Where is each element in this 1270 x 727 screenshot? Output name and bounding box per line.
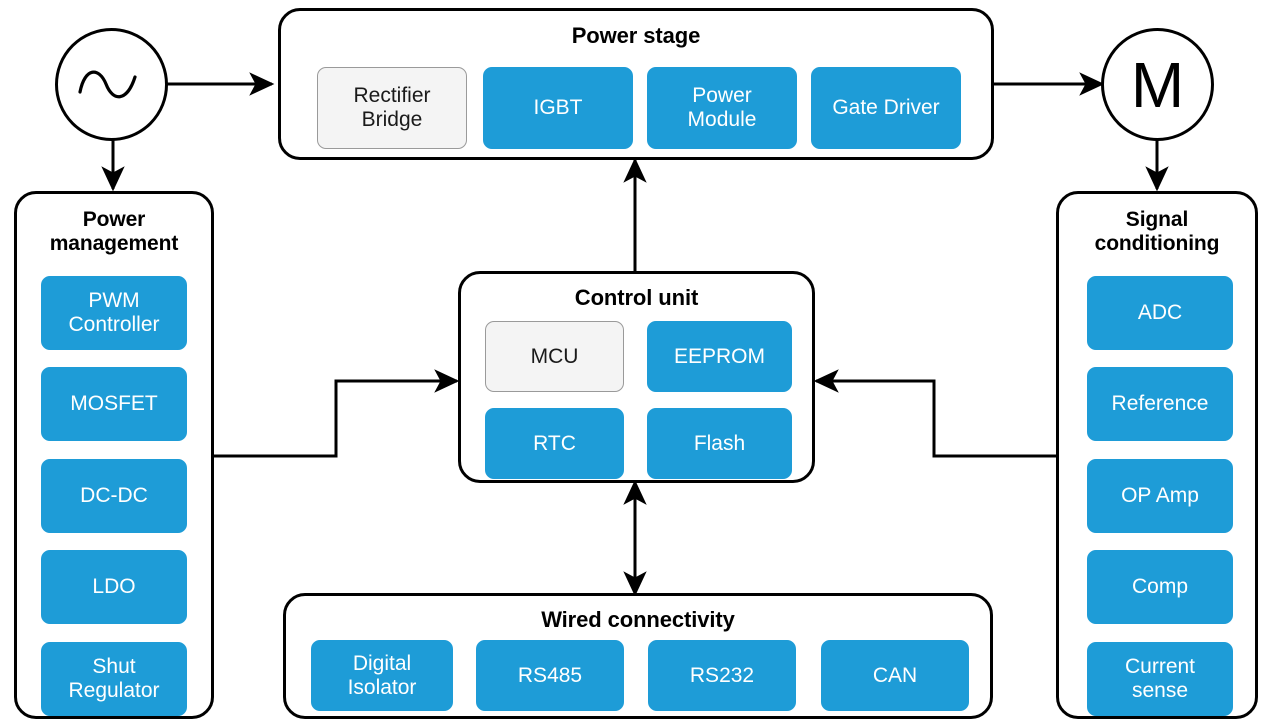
group-signal-conditioning-title: Signal conditioning [1094,208,1220,255]
sine-wave-icon [77,70,137,98]
block-ldo[interactable]: LDO [41,550,187,624]
group-power-management-title: Power management [49,208,179,255]
ac-source-symbol [55,28,168,141]
block-pwm-controller[interactable]: PWM Controller [41,276,187,350]
block-rs232[interactable]: RS232 [648,640,796,711]
block-power-module[interactable]: Power Module [647,67,797,149]
block-gate-driver[interactable]: Gate Driver [811,67,961,149]
group-wired-connectivity[interactable]: Wired connectivity Digital Isolator RS48… [283,593,993,719]
block-can[interactable]: CAN [821,640,969,711]
group-power-stage[interactable]: Power stage Rectifier Bridge IGBT Power … [278,8,994,160]
motor-label: M [1130,48,1185,121]
group-control-unit-title: Control unit [574,285,699,310]
connector-power-management-to-control-unit [213,369,460,458]
block-current-sense[interactable]: Current sense [1087,642,1233,716]
connector-signal-conditioning-to-control-unit [813,369,1057,458]
group-control-unit[interactable]: Control unit MCU EEPROM RTC Flash [458,271,815,483]
block-rs485[interactable]: RS485 [476,640,624,711]
block-comp[interactable]: Comp [1087,550,1233,624]
group-power-management[interactable]: Power management PWM Controller MOSFET D… [14,191,214,719]
block-eeprom[interactable]: EEPROM [647,321,792,392]
block-op-amp[interactable]: OP Amp [1087,459,1233,533]
block-digital-isolator[interactable]: Digital Isolator [311,640,453,711]
block-dc-dc[interactable]: DC-DC [41,459,187,533]
group-power-stage-title: Power stage [571,23,701,48]
block-rtc[interactable]: RTC [485,408,624,479]
motor-symbol: M [1101,28,1214,141]
block-mosfet[interactable]: MOSFET [41,367,187,441]
block-shut-regulator[interactable]: Shut Regulator [41,642,187,716]
block-igbt[interactable]: IGBT [483,67,633,149]
block-adc[interactable]: ADC [1087,276,1233,350]
group-signal-conditioning[interactable]: Signal conditioning ADC Reference OP Amp… [1056,191,1258,719]
block-flash[interactable]: Flash [647,408,792,479]
block-reference[interactable]: Reference [1087,367,1233,441]
block-mcu[interactable]: MCU [485,321,624,392]
block-rectifier-bridge[interactable]: Rectifier Bridge [317,67,467,149]
group-wired-connectivity-title: Wired connectivity [541,607,735,632]
